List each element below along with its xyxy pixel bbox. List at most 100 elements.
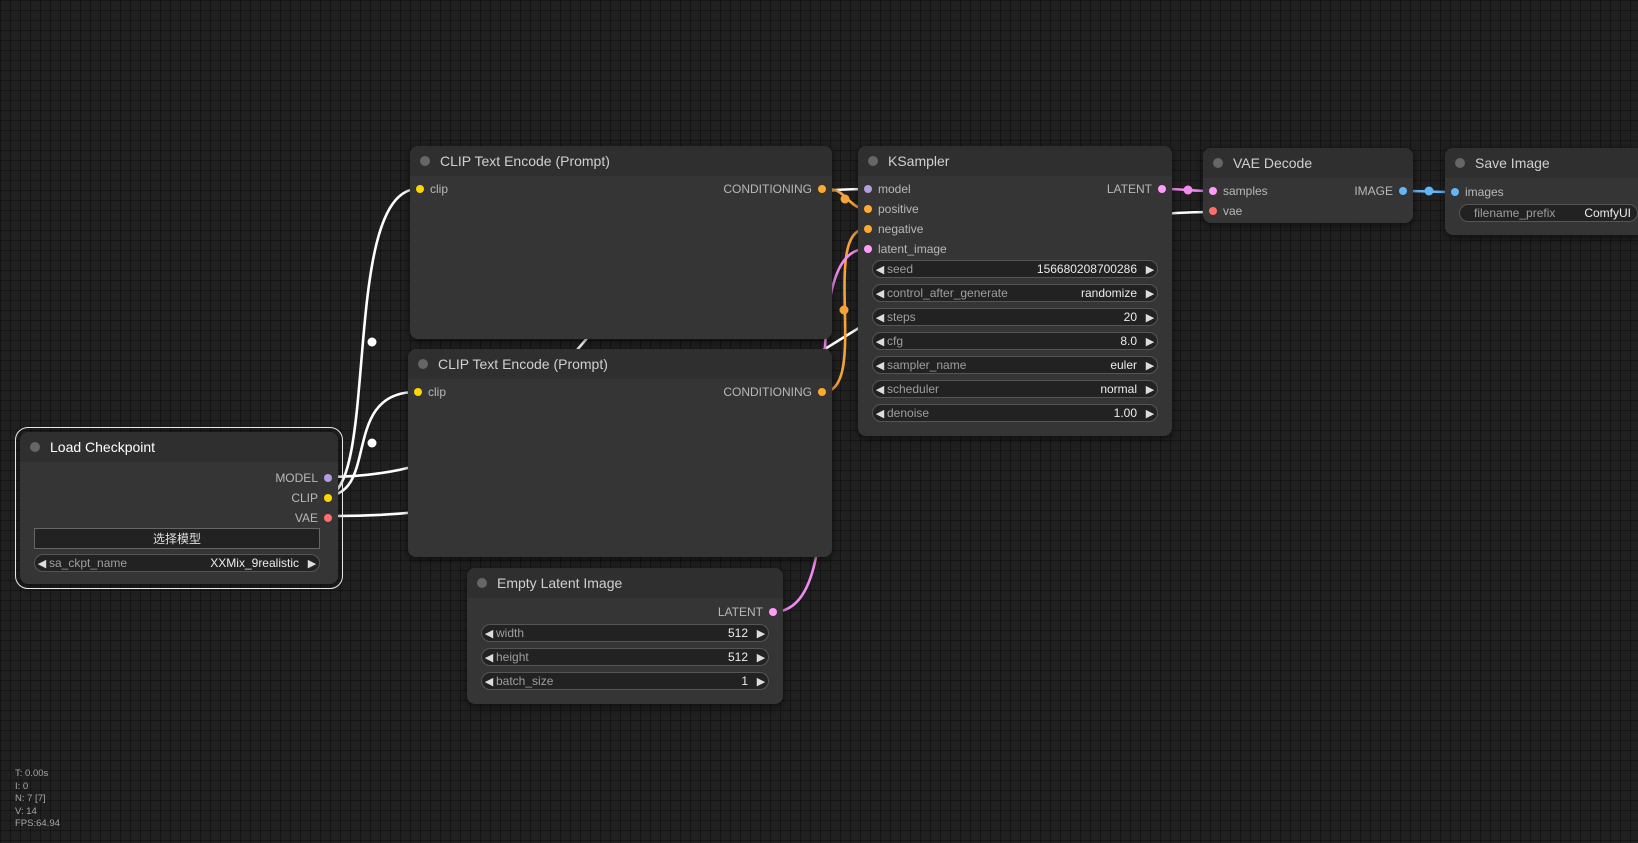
slot-dot-icon[interactable] [1209, 207, 1217, 215]
node-title-bar[interactable]: KSampler [858, 146, 1172, 176]
link-reroute-dot[interactable] [1424, 186, 1434, 196]
slot-dot-icon[interactable] [1399, 187, 1407, 195]
slot-dot-icon[interactable] [1158, 185, 1166, 193]
node-save-image[interactable]: Save Image images filename_prefix ComfyU… [1445, 148, 1638, 235]
node-title-bar[interactable]: VAE Decode [1203, 148, 1413, 178]
slot-dot-icon[interactable] [324, 514, 332, 522]
increment-arrow-icon[interactable]: ▶ [756, 651, 766, 664]
node-clip-text-encode-2[interactable]: CLIP Text Encode (Prompt) clip CONDITION… [408, 349, 832, 557]
ckpt-name-widget[interactable]: ◀ sa_ckpt_name XXMix_9realistic ▶ [34, 554, 320, 572]
decrement-arrow-icon[interactable]: ◀ [875, 383, 885, 396]
collapse-dot-icon[interactable] [418, 359, 428, 369]
link-reroute-dot[interactable] [367, 337, 377, 347]
increment-arrow-icon[interactable]: ▶ [1145, 263, 1155, 276]
input-slot-samples[interactable]: samples [1209, 183, 1268, 199]
slot-dot-icon[interactable] [769, 608, 777, 616]
slot-dot-icon[interactable] [818, 388, 826, 396]
output-slot-clip[interactable]: CLIP [291, 490, 332, 506]
decrement-arrow-icon[interactable]: ◀ [37, 557, 47, 570]
node-title-bar[interactable]: Save Image [1445, 148, 1638, 178]
input-slot-negative[interactable]: negative [864, 221, 923, 237]
node-load-checkpoint[interactable]: Load Checkpoint MODEL CLIP VAE 选择模型 ◀ sa… [15, 427, 343, 589]
node-vae-decode[interactable]: VAE Decode samples vae IMAGE [1203, 148, 1413, 223]
node-clip-text-encode-1[interactable]: CLIP Text Encode (Prompt) clip CONDITION… [410, 146, 832, 339]
slot-dot-icon[interactable] [864, 205, 872, 213]
slot-dot-icon[interactable] [1209, 187, 1217, 195]
output-slot-model[interactable]: MODEL [275, 470, 332, 486]
input-slot-model[interactable]: model [864, 181, 911, 197]
increment-arrow-icon[interactable]: ▶ [756, 627, 766, 640]
decrement-arrow-icon[interactable]: ◀ [875, 263, 885, 276]
decrement-arrow-icon[interactable]: ◀ [484, 627, 494, 640]
input-slot-clip[interactable]: clip [414, 384, 446, 400]
seed-widget[interactable]: ◀ seed 156680208700286 ▶ [872, 260, 1158, 278]
output-slot-image[interactable]: IMAGE [1354, 183, 1407, 199]
link-clip-to-encode-1[interactable] [323, 187, 420, 498]
slot-dot-icon[interactable] [324, 474, 332, 482]
collapse-dot-icon[interactable] [30, 442, 40, 452]
collapse-dot-icon[interactable] [868, 156, 878, 166]
slot-dot-icon[interactable] [1451, 188, 1459, 196]
input-slot-clip[interactable]: clip [416, 181, 448, 197]
output-slot-conditioning[interactable]: CONDITIONING [723, 384, 826, 400]
increment-arrow-icon[interactable]: ▶ [1145, 335, 1155, 348]
node-title-bar[interactable]: CLIP Text Encode (Prompt) [410, 146, 832, 176]
filename-prefix-widget[interactable]: filename_prefix ComfyUI [1459, 204, 1638, 222]
link-reroute-dot[interactable] [1183, 185, 1193, 195]
slot-dot-icon[interactable] [416, 185, 424, 193]
batch-size-widget[interactable]: ◀ batch_size 1 ▶ [481, 672, 769, 690]
output-slot-latent[interactable]: LATENT [1107, 181, 1166, 197]
increment-arrow-icon[interactable]: ▶ [307, 557, 317, 570]
output-slot-conditioning[interactable]: CONDITIONING [723, 181, 826, 197]
collapse-dot-icon[interactable] [1213, 158, 1223, 168]
cfg-widget[interactable]: ◀ cfg 8.0 ▶ [872, 332, 1158, 350]
sampler-name-widget[interactable]: ◀ sampler_name euler ▶ [872, 356, 1158, 374]
slot-dot-icon[interactable] [414, 388, 422, 396]
collapse-dot-icon[interactable] [1455, 158, 1465, 168]
height-widget[interactable]: ◀ height 512 ▶ [481, 648, 769, 666]
node-empty-latent-image[interactable]: Empty Latent Image LATENT ◀ width 512 ▶ … [467, 568, 783, 704]
link-reroute-dot[interactable] [840, 194, 850, 204]
node-ksampler[interactable]: KSampler model positive negative latent_… [858, 146, 1172, 436]
increment-arrow-icon[interactable]: ▶ [756, 675, 766, 688]
decrement-arrow-icon[interactable]: ◀ [875, 359, 885, 372]
slot-dot-icon[interactable] [864, 245, 872, 253]
link-reroute-dot[interactable] [367, 438, 377, 448]
select-model-button[interactable]: 选择模型 [34, 528, 320, 549]
output-slot-latent[interactable]: LATENT [718, 604, 777, 620]
input-slot-positive[interactable]: positive [864, 201, 919, 217]
slot-dot-icon[interactable] [864, 225, 872, 233]
decrement-arrow-icon[interactable]: ◀ [484, 651, 494, 664]
input-slot-vae[interactable]: vae [1209, 203, 1242, 219]
decrement-arrow-icon[interactable]: ◀ [875, 407, 885, 420]
control-after-generate-widget[interactable]: ◀ control_after_generate randomize ▶ [872, 284, 1158, 302]
decrement-arrow-icon[interactable]: ◀ [875, 335, 885, 348]
slot-dot-icon[interactable] [818, 185, 826, 193]
scheduler-widget[interactable]: ◀ scheduler normal ▶ [872, 380, 1158, 398]
decrement-arrow-icon[interactable]: ◀ [484, 675, 494, 688]
increment-arrow-icon[interactable]: ▶ [1145, 359, 1155, 372]
node-title-bar[interactable]: Load Checkpoint [20, 432, 338, 462]
increment-arrow-icon[interactable]: ▶ [1145, 311, 1155, 324]
render-stats: T: 0.00s I: 0 N: 7 [7] V: 14 FPS:64.94 [15, 768, 60, 831]
widget-label: sa_ckpt_name [49, 556, 128, 570]
slot-dot-icon[interactable] [864, 185, 872, 193]
increment-arrow-icon[interactable]: ▶ [1145, 407, 1155, 420]
collapse-dot-icon[interactable] [420, 156, 430, 166]
collapse-dot-icon[interactable] [477, 578, 487, 588]
width-widget[interactable]: ◀ width 512 ▶ [481, 624, 769, 642]
increment-arrow-icon[interactable]: ▶ [1145, 383, 1155, 396]
input-slot-latent-image[interactable]: latent_image [864, 241, 947, 257]
slot-dot-icon[interactable] [324, 494, 332, 502]
node-title-bar[interactable]: Empty Latent Image [467, 568, 783, 598]
link-reroute-dot[interactable] [839, 305, 849, 315]
input-slot-images[interactable]: images [1451, 184, 1504, 200]
decrement-arrow-icon[interactable]: ◀ [875, 311, 885, 324]
increment-arrow-icon[interactable]: ▶ [1145, 287, 1155, 300]
decrement-arrow-icon[interactable]: ◀ [875, 287, 885, 300]
node-title-bar[interactable]: CLIP Text Encode (Prompt) [408, 349, 832, 379]
output-slot-vae[interactable]: VAE [295, 510, 332, 526]
denoise-widget[interactable]: ◀ denoise 1.00 ▶ [872, 404, 1158, 422]
steps-widget[interactable]: ◀ steps 20 ▶ [872, 308, 1158, 326]
link-clip-to-encode-2[interactable] [323, 390, 418, 498]
